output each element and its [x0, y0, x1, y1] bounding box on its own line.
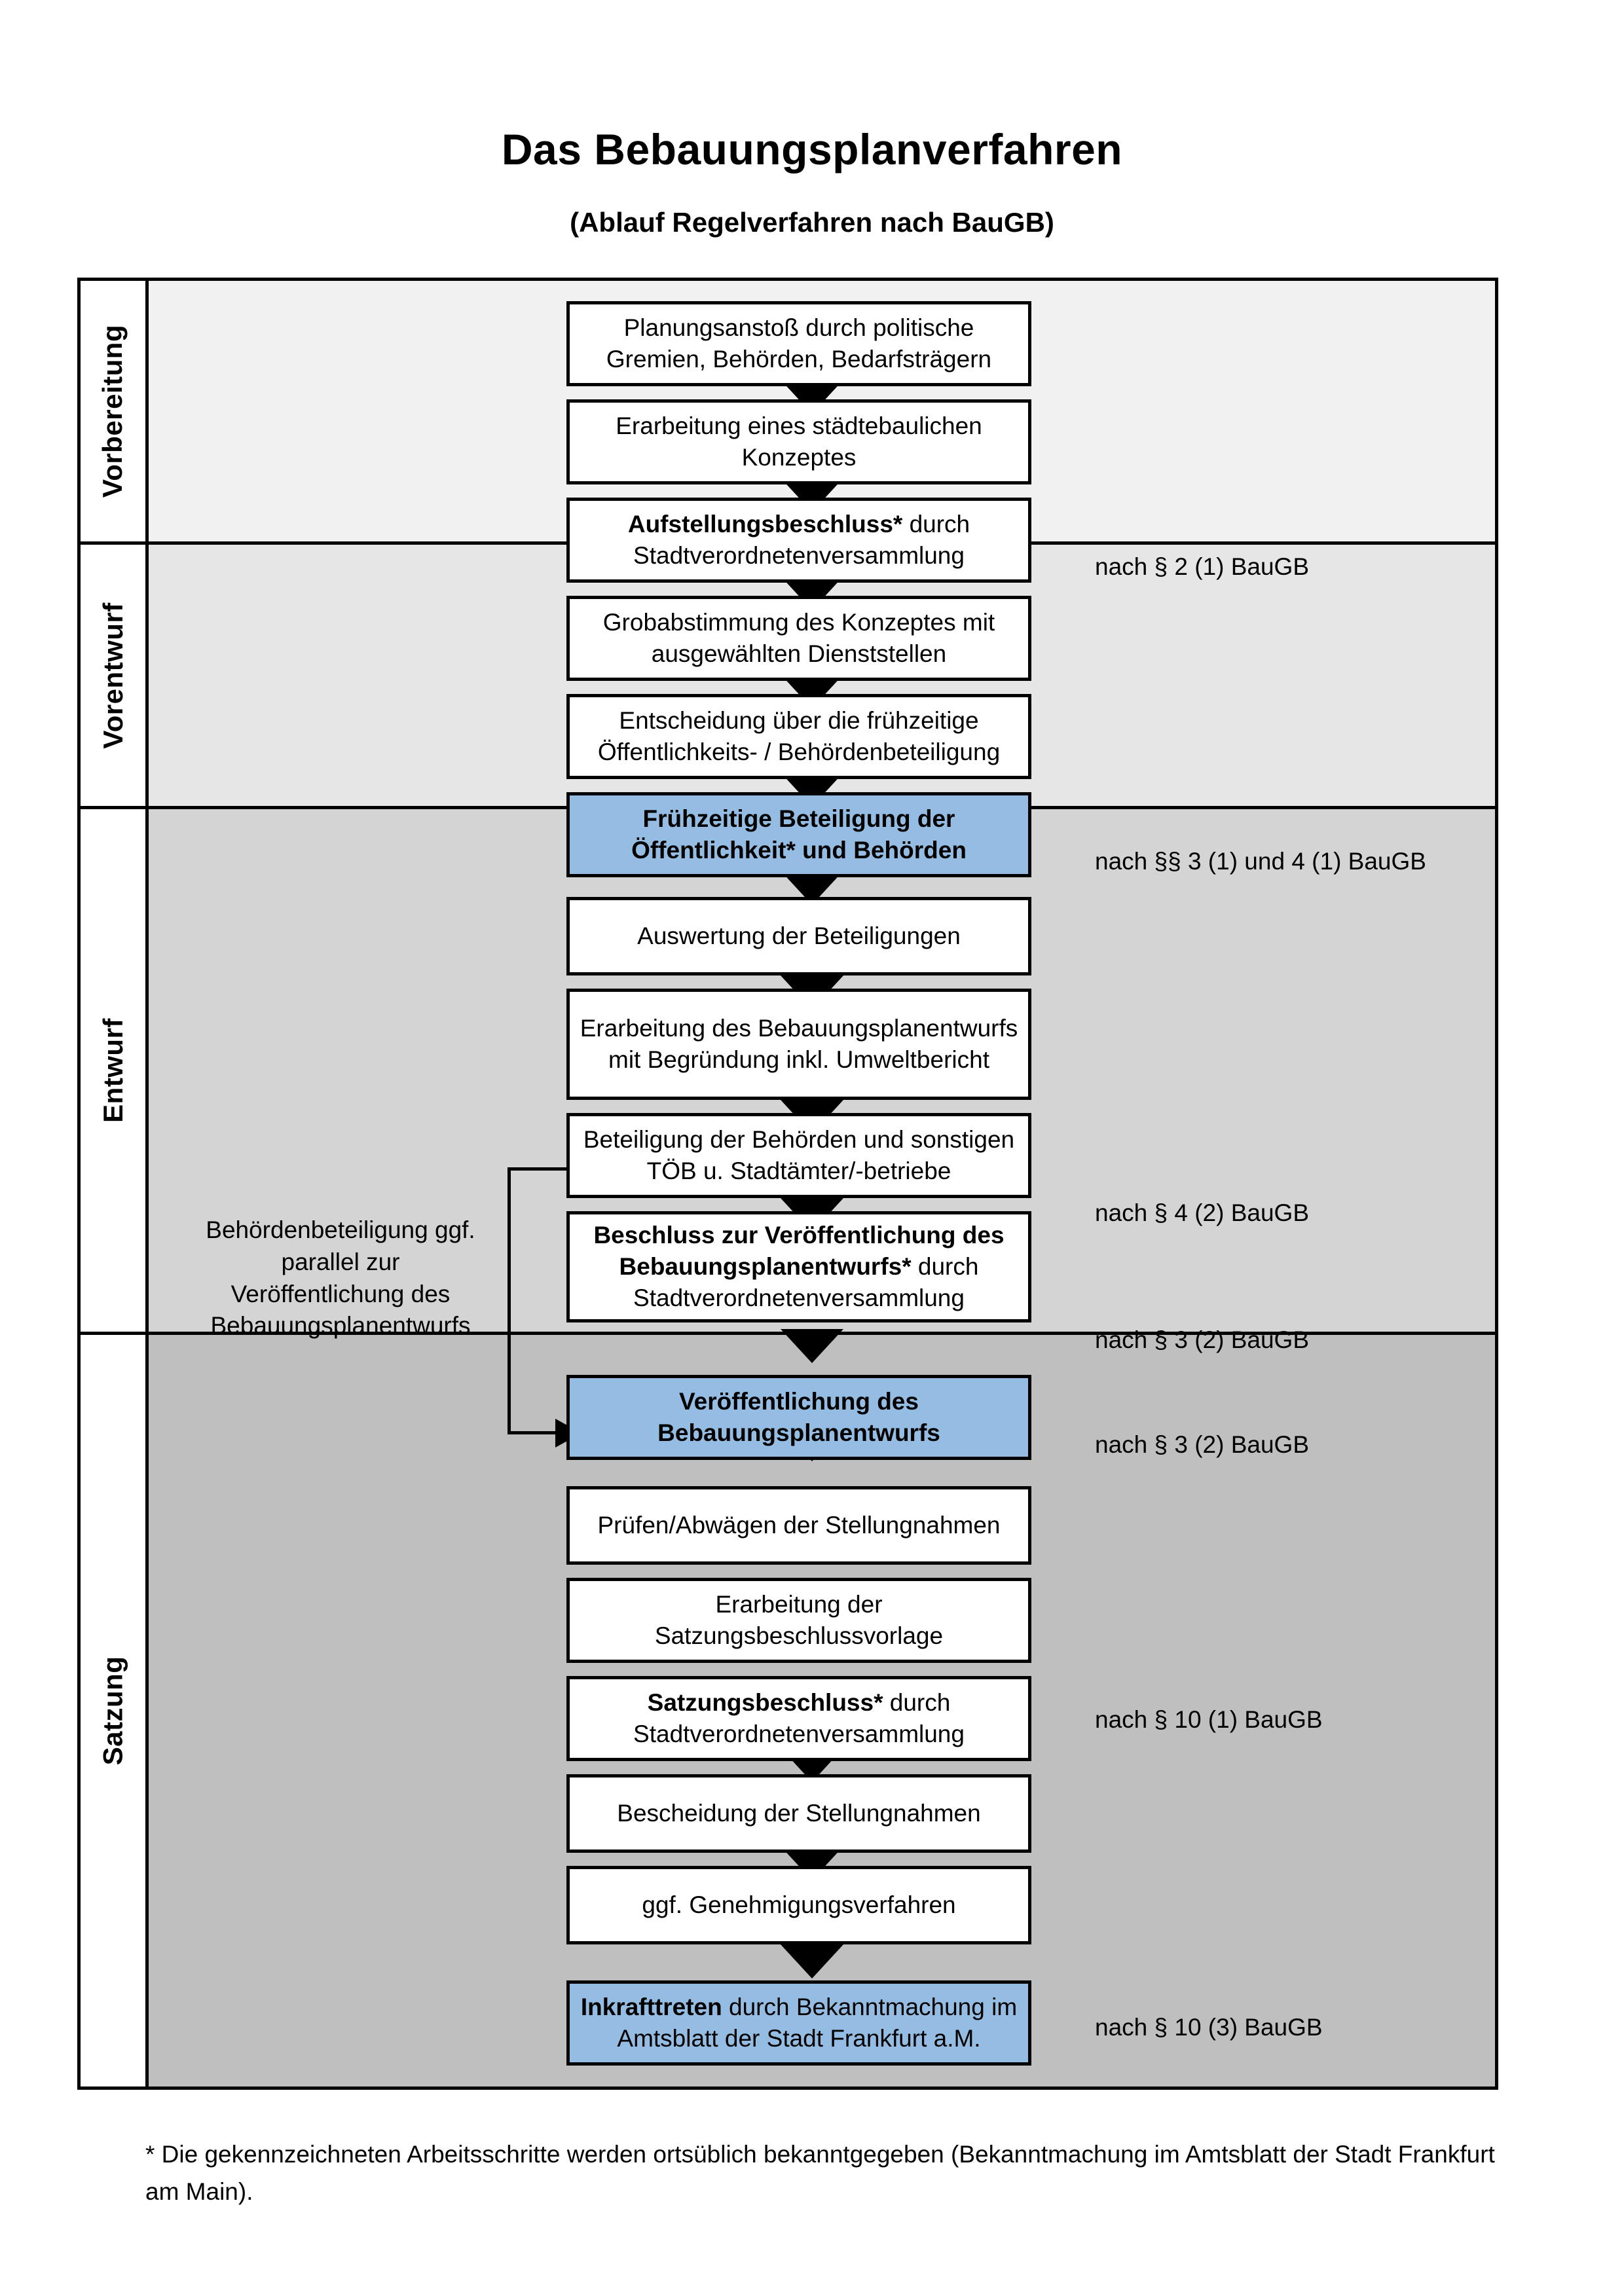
- step-box-beschluss-veroeffentlichung[interactable]: Beschluss zur Veröffentlichung des Bebau…: [566, 1211, 1031, 1322]
- step-text-rest: durch Stadtverordnetenversammlung: [633, 1252, 979, 1312]
- step-text-bold: Veröffentlichung des Bebauungsplanentwur…: [657, 1387, 940, 1446]
- bypass-connector-top: [507, 1167, 566, 1171]
- phase-label-column-rule: [145, 278, 149, 2090]
- flow-arrow-down: [781, 1944, 843, 1978]
- phase-label-text: Satzung: [97, 1656, 128, 1766]
- step-text: Auswertung der Beteiligungen: [637, 922, 961, 949]
- legal-reference-text: nach § 2 (1) BauGB: [1095, 553, 1310, 580]
- step-box-planungsanstoss[interactable]: Planungsanstoß durch politische Gremien,…: [566, 301, 1031, 386]
- phase-label-text: Vorbereitung: [97, 324, 128, 498]
- phase-label-entwurf: Entwurf: [81, 809, 145, 1332]
- step-text: Inkrafttreten durch Bekanntmachung im Am…: [579, 1992, 1019, 2054]
- step-text: Erarbeitung eines städtebaulichen Konzep…: [616, 412, 982, 471]
- step-text-bold: Inkrafttreten: [580, 1993, 722, 2020]
- bypass-connector-bottom: [507, 1431, 557, 1434]
- legal-reference-veroeffentlichung: nach § 3 (2) BauGB: [1095, 1431, 1309, 1459]
- step-text: Erarbeitung des Bebauungsplanentwurfs mi…: [580, 1014, 1018, 1073]
- flow-arrow-down: [781, 1329, 843, 1363]
- step-text: Erarbeitung der Satzungsbeschlussvorlage: [654, 1590, 944, 1649]
- step-box-genehmigungsverfahren[interactable]: ggf. Genehmigungsverfahren: [566, 1866, 1031, 1944]
- step-text: Grobabstimmung des Konzeptes mit ausgewä…: [602, 608, 995, 667]
- phase-label-vorentwurf: Vorentwurf: [81, 545, 145, 806]
- step-box-pruefen-abwaegen[interactable]: Prüfen/Abwägen der Stellungnahmen: [566, 1486, 1031, 1565]
- step-box-grobabstimmung[interactable]: Grobabstimmung des Konzeptes mit ausgewä…: [566, 596, 1031, 681]
- legal-reference-satzungsbeschluss: nach § 10 (1) BauGB: [1095, 1706, 1323, 1734]
- bypass-connector-vertical: [507, 1167, 511, 1434]
- legal-reference-beschluss-veroeffentlichung: nach § 3 (2) BauGB: [1095, 1326, 1309, 1354]
- step-box-satzungsbeschlussvorlage[interactable]: Erarbeitung der Satzungsbeschlussvorlage: [566, 1578, 1031, 1663]
- legal-reference-text: nach § 4 (2) BauGB: [1095, 1199, 1310, 1226]
- step-text-rest: durch Bekanntmachung im Amtsblatt der St…: [617, 1993, 1018, 2052]
- step-box-auswertung[interactable]: Auswertung der Beteiligungen: [566, 897, 1031, 975]
- step-text-rest: durch Stadtverordnetenversammlung: [633, 510, 970, 569]
- step-box-fruehzeitige-beteiligung[interactable]: Frühzeitige Beteiligung der Öffentlichke…: [566, 792, 1031, 877]
- step-box-veroeffentlichung[interactable]: Veröffentlichung des Bebauungsplanentwur…: [566, 1375, 1031, 1460]
- step-box-bescheidung[interactable]: Bescheidung der Stellungnahmen: [566, 1774, 1031, 1853]
- page-subtitle: (Ablauf Regelverfahren nach BauGB): [570, 207, 1054, 238]
- legal-reference-fruehzeitige-beteiligung: nach §§ 3 (1) und 4 (1) BauGB: [1095, 848, 1426, 875]
- step-text: Aufstellungsbeschluss* durch Stadtverord…: [579, 509, 1019, 572]
- step-box-entscheidung-beteiligung[interactable]: Entscheidung über die frühzeitige Öffent…: [566, 694, 1031, 779]
- step-text: Beteiligung der Behörden und sonstigen T…: [583, 1125, 1015, 1184]
- step-text: Bescheidung der Stellungnahmen: [617, 1799, 981, 1827]
- step-box-erarbeitung-entwurf[interactable]: Erarbeitung des Bebauungsplanentwurfs mi…: [566, 989, 1031, 1100]
- phase-label-text: Entwurf: [97, 1018, 128, 1123]
- legal-reference-text: nach § 3 (2) BauGB: [1095, 1431, 1310, 1458]
- step-text: Entscheidung über die frühzeitige Öffent…: [597, 706, 1001, 765]
- step-text: Planungsanstoß durch politische Gremien,…: [606, 314, 992, 373]
- step-box-aufstellungsbeschluss[interactable]: Aufstellungsbeschluss* durch Stadtverord…: [566, 498, 1031, 583]
- step-text-bold: Satzungsbeschluss*: [647, 1688, 883, 1716]
- phase-label-satzung: Satzung: [81, 1335, 145, 2086]
- step-text-bold: Beschluss zur Veröffentlichung des Bebau…: [593, 1221, 1005, 1280]
- page-title: Das Bebauungsplanverfahren: [501, 125, 1123, 173]
- step-box-inkrafttreten[interactable]: Inkrafttreten durch Bekanntmachung im Am…: [566, 1980, 1031, 2066]
- phase-label-text: Vorentwurf: [97, 602, 128, 749]
- step-text-bold: Frühzeitige Beteiligung der Öffentlichke…: [631, 805, 967, 864]
- footnote: * Die gekennzeichneten Arbeitsschritte w…: [145, 2141, 1495, 2206]
- phase-label-vorbereitung: Vorbereitung: [81, 281, 145, 541]
- step-text: Prüfen/Abwägen der Stellungnahmen: [597, 1511, 1001, 1539]
- step-box-beteiligung-toeb[interactable]: Beteiligung der Behörden und sonstigen T…: [566, 1113, 1031, 1198]
- diagram-frame: [77, 278, 1498, 2090]
- legal-reference-text: nach §§ 3 (1) und 4 (1) BauGB: [1095, 848, 1426, 875]
- legal-reference-text: nach § 3 (2) BauGB: [1095, 1326, 1310, 1353]
- legal-reference-beteiligung-toeb: nach § 4 (2) BauGB: [1095, 1199, 1309, 1227]
- step-text-rest: durch Stadtverordnetenversammlung: [633, 1688, 965, 1747]
- step-text-bold: Aufstellungsbeschluss*: [627, 510, 903, 538]
- step-text: Beschluss zur Veröffentlichung des Bebau…: [579, 1220, 1019, 1314]
- step-box-satzungsbeschluss[interactable]: Satzungsbeschluss* durch Stadtverordnete…: [566, 1676, 1031, 1761]
- legal-reference-text: nach § 10 (1) BauGB: [1095, 1706, 1323, 1733]
- side-note-text: Behördenbeteiligung ggf. parallel zur Ve…: [206, 1216, 475, 1339]
- legal-reference-text: nach § 10 (3) BauGB: [1095, 2014, 1323, 2041]
- legal-reference-aufstellungsbeschluss: nach § 2 (1) BauGB: [1095, 553, 1309, 581]
- step-text: ggf. Genehmigungsverfahren: [642, 1891, 956, 1918]
- step-box-konzept[interactable]: Erarbeitung eines städtebaulichen Konzep…: [566, 399, 1031, 484]
- step-text: Satzungsbeschluss* durch Stadtverordnete…: [579, 1687, 1019, 1750]
- side-note-behoerdenbeteiligung: Behördenbeteiligung ggf. parallel zur Ve…: [196, 1214, 485, 1342]
- legal-reference-inkrafttreten: nach § 10 (3) BauGB: [1095, 2014, 1323, 2041]
